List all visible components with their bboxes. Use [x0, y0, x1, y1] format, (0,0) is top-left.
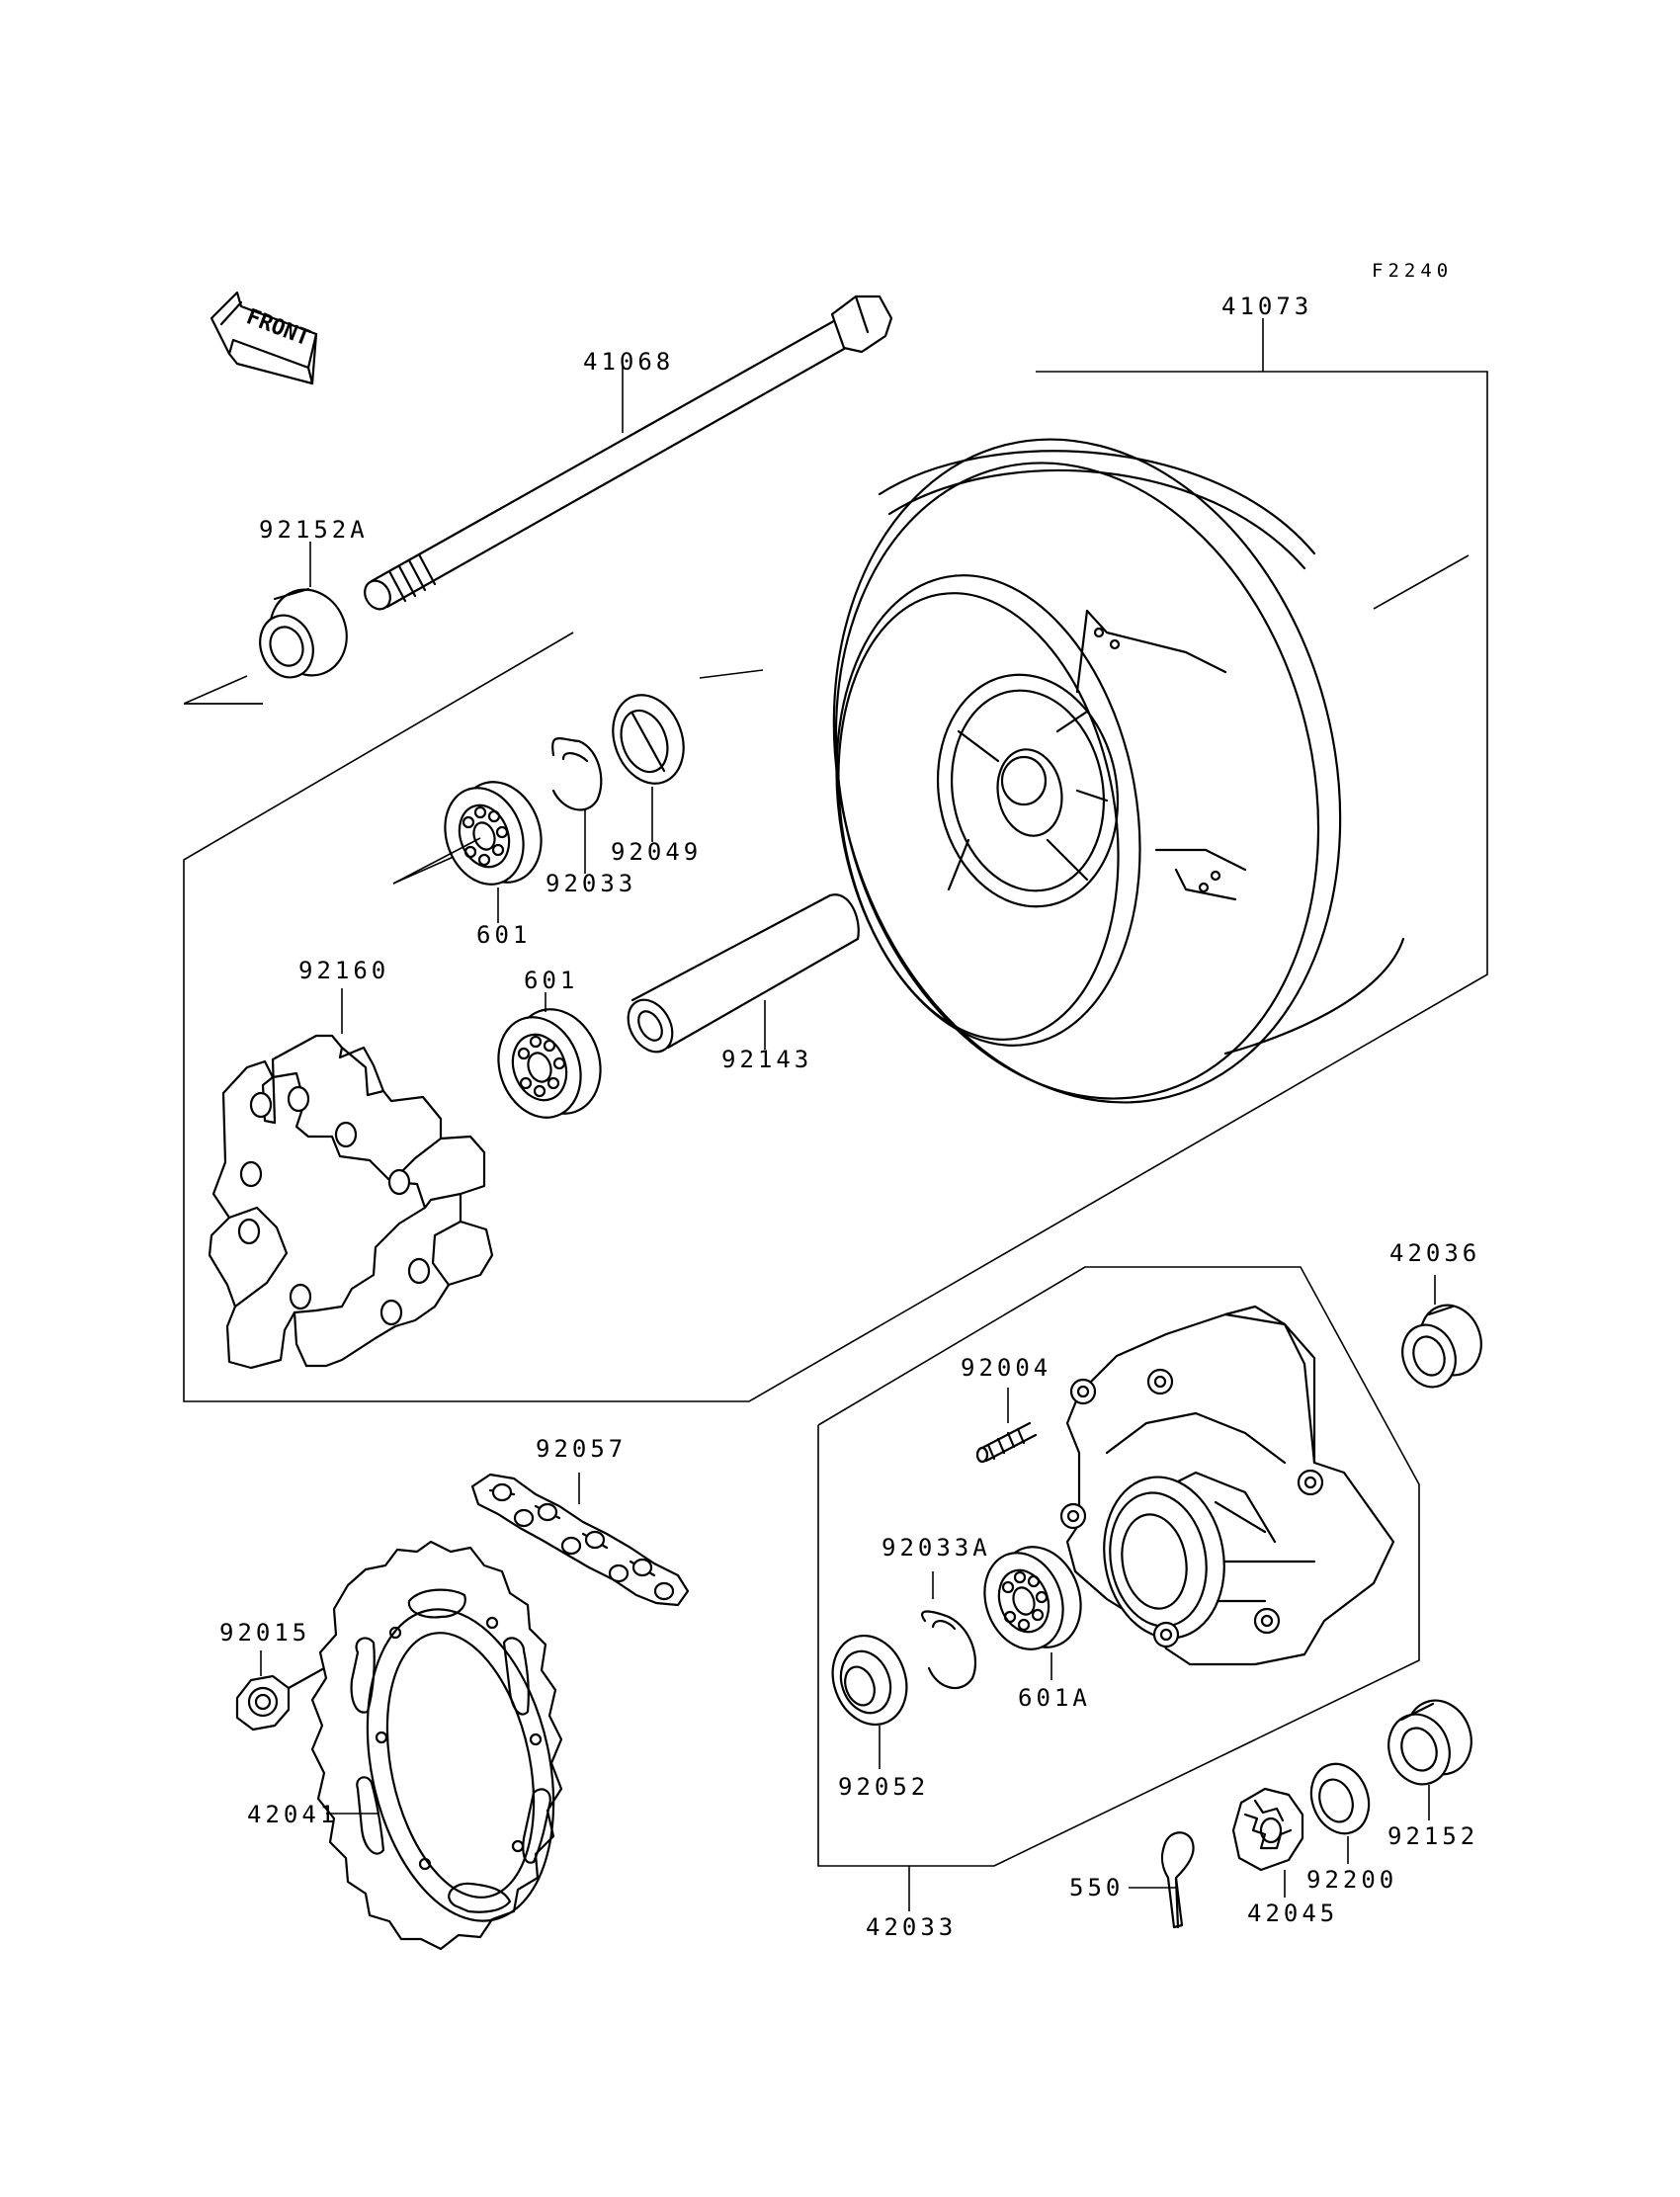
collar-92152 — [1387, 1699, 1472, 1786]
part-label-92152: 92152 — [1387, 1822, 1478, 1850]
part-label-41068: 41068 — [583, 348, 674, 376]
part-label-92033: 92033 — [546, 870, 636, 897]
wheel-41073 — [832, 438, 1405, 1104]
part-label-92052: 92052 — [838, 1773, 929, 1801]
seal-92052 — [831, 1634, 908, 1727]
wheel-assembly-outline — [183, 371, 1488, 1402]
part-label-92200: 92200 — [1306, 1866, 1397, 1894]
axle-41068 — [364, 295, 893, 611]
damper-92160 — [208, 1034, 494, 1370]
part-label-601A: 601A — [1018, 1684, 1091, 1712]
part-label-42033: 42033 — [866, 1913, 957, 1941]
seal-92049 — [612, 694, 685, 785]
snap-ring-92033A — [921, 1610, 977, 1689]
stud-92004 — [975, 1421, 1038, 1464]
part-label-550: 550 — [1069, 1874, 1124, 1901]
part-label-92033A: 92033A — [882, 1534, 991, 1562]
snap-ring-92033 — [551, 737, 603, 811]
bearing-601-lower — [497, 1008, 602, 1119]
part-label-92160: 92160 — [298, 957, 389, 984]
castle-nut-42045 — [1231, 1787, 1304, 1872]
nut-92015 — [235, 1627, 397, 1732]
part-label-92015: 92015 — [219, 1619, 310, 1647]
part-label-42041: 42041 — [247, 1801, 338, 1828]
sprocket-42041 — [310, 1540, 563, 1951]
part-label-41073: 41073 — [1221, 293, 1312, 320]
part-label-92057: 92057 — [536, 1435, 627, 1463]
part-label-42045: 42045 — [1247, 1900, 1338, 1927]
part-label-42036: 42036 — [1389, 1239, 1480, 1267]
cotter-pin-550 — [1160, 1831, 1195, 1929]
hub-assembly-outline — [817, 1266, 1420, 1867]
part-label-92004: 92004 — [961, 1354, 1051, 1382]
spacer-92143 — [627, 893, 860, 1054]
bearing-601-upper — [444, 781, 543, 886]
washer-92200 — [1309, 1762, 1371, 1835]
chain-92057 — [470, 1473, 690, 1607]
part-label-92143: 92143 — [721, 1046, 812, 1073]
bearing-601A — [983, 1546, 1082, 1650]
part-label-601-lower: 601 — [524, 967, 578, 994]
part-label-601-upper: 601 — [476, 921, 531, 949]
collar-42036 — [1401, 1304, 1482, 1389]
coupling-hub-42033 — [1059, 1305, 1395, 1666]
part-label-92049: 92049 — [611, 838, 702, 866]
front-direction-arrow: FRONT — [210, 291, 318, 385]
part-label-92152A: 92152A — [259, 516, 369, 544]
collar-92152A — [259, 587, 348, 679]
figure-code: F2240 — [1372, 260, 1453, 282]
